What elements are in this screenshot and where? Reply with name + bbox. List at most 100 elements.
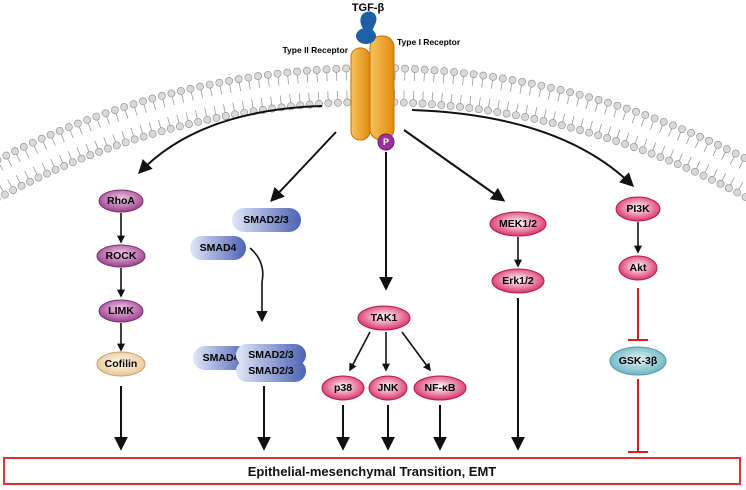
lipid-head	[399, 98, 408, 107]
lipid-head	[567, 123, 575, 132]
lipid-head	[459, 69, 468, 77]
lipid-head	[322, 65, 331, 74]
lipid-head	[437, 101, 446, 109]
complex-smad23-a-label: SMAD2/3	[248, 349, 294, 361]
emt-outcome-box: Epithelial-mesenchymal Transition, EMT	[3, 457, 741, 485]
lipid-head	[594, 96, 603, 104]
lipid-head	[55, 126, 64, 135]
smad4-label: SMAD4	[200, 242, 237, 254]
type1-receptor-label: Type I Receptor	[397, 37, 461, 47]
lipid-head	[612, 137, 621, 145]
lipid-head	[428, 100, 436, 109]
lipid-head	[121, 138, 130, 147]
mek12-label: MEK1/2	[499, 218, 537, 230]
lipid-head	[556, 86, 565, 94]
lipid-head	[215, 78, 224, 87]
lipid-head	[0, 157, 2, 164]
type2-receptor-label: Type II Receptor	[283, 45, 349, 55]
lipid-head	[450, 68, 458, 76]
pi3k-pathway: PI3K Akt GSK-3β	[609, 196, 667, 453]
lipid-head	[699, 171, 708, 180]
lipid-head	[175, 122, 184, 131]
lipid-head	[604, 98, 612, 107]
lipid-head	[714, 141, 722, 149]
lipid-head	[167, 89, 176, 98]
lipid-head	[489, 73, 497, 81]
lipid-head	[594, 131, 603, 140]
lipid-head	[332, 64, 341, 73]
lipid-head	[234, 75, 243, 84]
lipid-head	[740, 154, 746, 162]
lipid-head	[456, 102, 464, 111]
lipid-head	[673, 160, 682, 169]
lipid-head	[221, 112, 230, 120]
mek-erk-pathway: MEK1/2 Erk1/2	[489, 211, 547, 451]
lipid-head	[263, 70, 272, 79]
lipid-head	[254, 72, 262, 81]
lipid-head	[669, 121, 677, 130]
lipid-head	[724, 184, 733, 193]
lipid-head	[0, 190, 9, 199]
lipid-head	[324, 99, 333, 108]
akt-label: Akt	[630, 262, 647, 274]
lipid-head	[518, 77, 527, 86]
lipid-head	[622, 104, 631, 113]
lipid-head	[585, 93, 594, 102]
lipid-head	[630, 143, 638, 151]
lipid-head	[632, 107, 640, 116]
lipid-head	[343, 98, 352, 107]
lipid-head	[733, 188, 742, 197]
lipid-head	[691, 167, 699, 176]
lipid-head	[64, 123, 73, 132]
lipid-head	[244, 73, 253, 82]
erk12-label: Erk1/2	[502, 275, 534, 287]
tak1-label: TAK1	[371, 312, 398, 324]
lipid-head	[566, 88, 575, 97]
lipid-head	[293, 67, 302, 76]
lipid-head	[465, 104, 474, 112]
limk-label: LIMK	[108, 305, 134, 317]
receptor-complex: P	[350, 11, 395, 151]
phosphate-label: P	[383, 137, 389, 147]
lipid-head	[148, 129, 157, 138]
p38-label: p38	[334, 382, 352, 394]
lipid-head	[621, 140, 629, 148]
lipid-head	[665, 156, 673, 165]
lipid-head	[120, 103, 129, 111]
rock-label: ROCK	[106, 250, 137, 262]
lipid-head	[557, 121, 566, 130]
rho-pathway: RhoA ROCK LIMK Cofilin	[96, 189, 146, 451]
lipid-head	[537, 81, 546, 90]
lipid-head	[194, 118, 203, 126]
lipid-head	[430, 66, 439, 75]
lipid-head	[474, 105, 483, 114]
lipid-head	[547, 83, 555, 92]
lipid-head	[166, 124, 175, 133]
lipid-head	[682, 164, 691, 172]
lipid-head	[502, 109, 511, 118]
lipid-head	[741, 193, 746, 201]
lipid-head	[401, 64, 409, 73]
lipid-head	[19, 143, 28, 151]
lipid-head	[638, 146, 647, 155]
lipid-head	[409, 99, 418, 107]
ligand-label: TGF-β	[352, 2, 385, 14]
emt-outcome-label: Epithelial-mesenchymal Transition, EMT	[247, 463, 497, 479]
smad-pathway: SMAD2/3 SMAD4 SMAD4 SMAD2/3 SMAD2/3	[190, 208, 306, 451]
lipid-head	[273, 69, 282, 78]
lipid-head	[186, 84, 195, 93]
cell-membrane	[0, 64, 746, 202]
lipid-head	[613, 101, 622, 110]
lipid-head	[650, 114, 659, 123]
gsk3b-label: GSK-3β	[619, 355, 658, 367]
lipid-head	[74, 119, 82, 128]
lipid-head	[112, 141, 121, 150]
lipid-head	[585, 128, 594, 137]
smad23-label: SMAD2/3	[243, 214, 289, 226]
lipid-head	[484, 106, 492, 115]
lipid-head	[9, 186, 18, 195]
pi3k-label: PI3K	[626, 203, 650, 215]
lipid-head	[696, 132, 704, 141]
lipid-head	[2, 151, 11, 160]
